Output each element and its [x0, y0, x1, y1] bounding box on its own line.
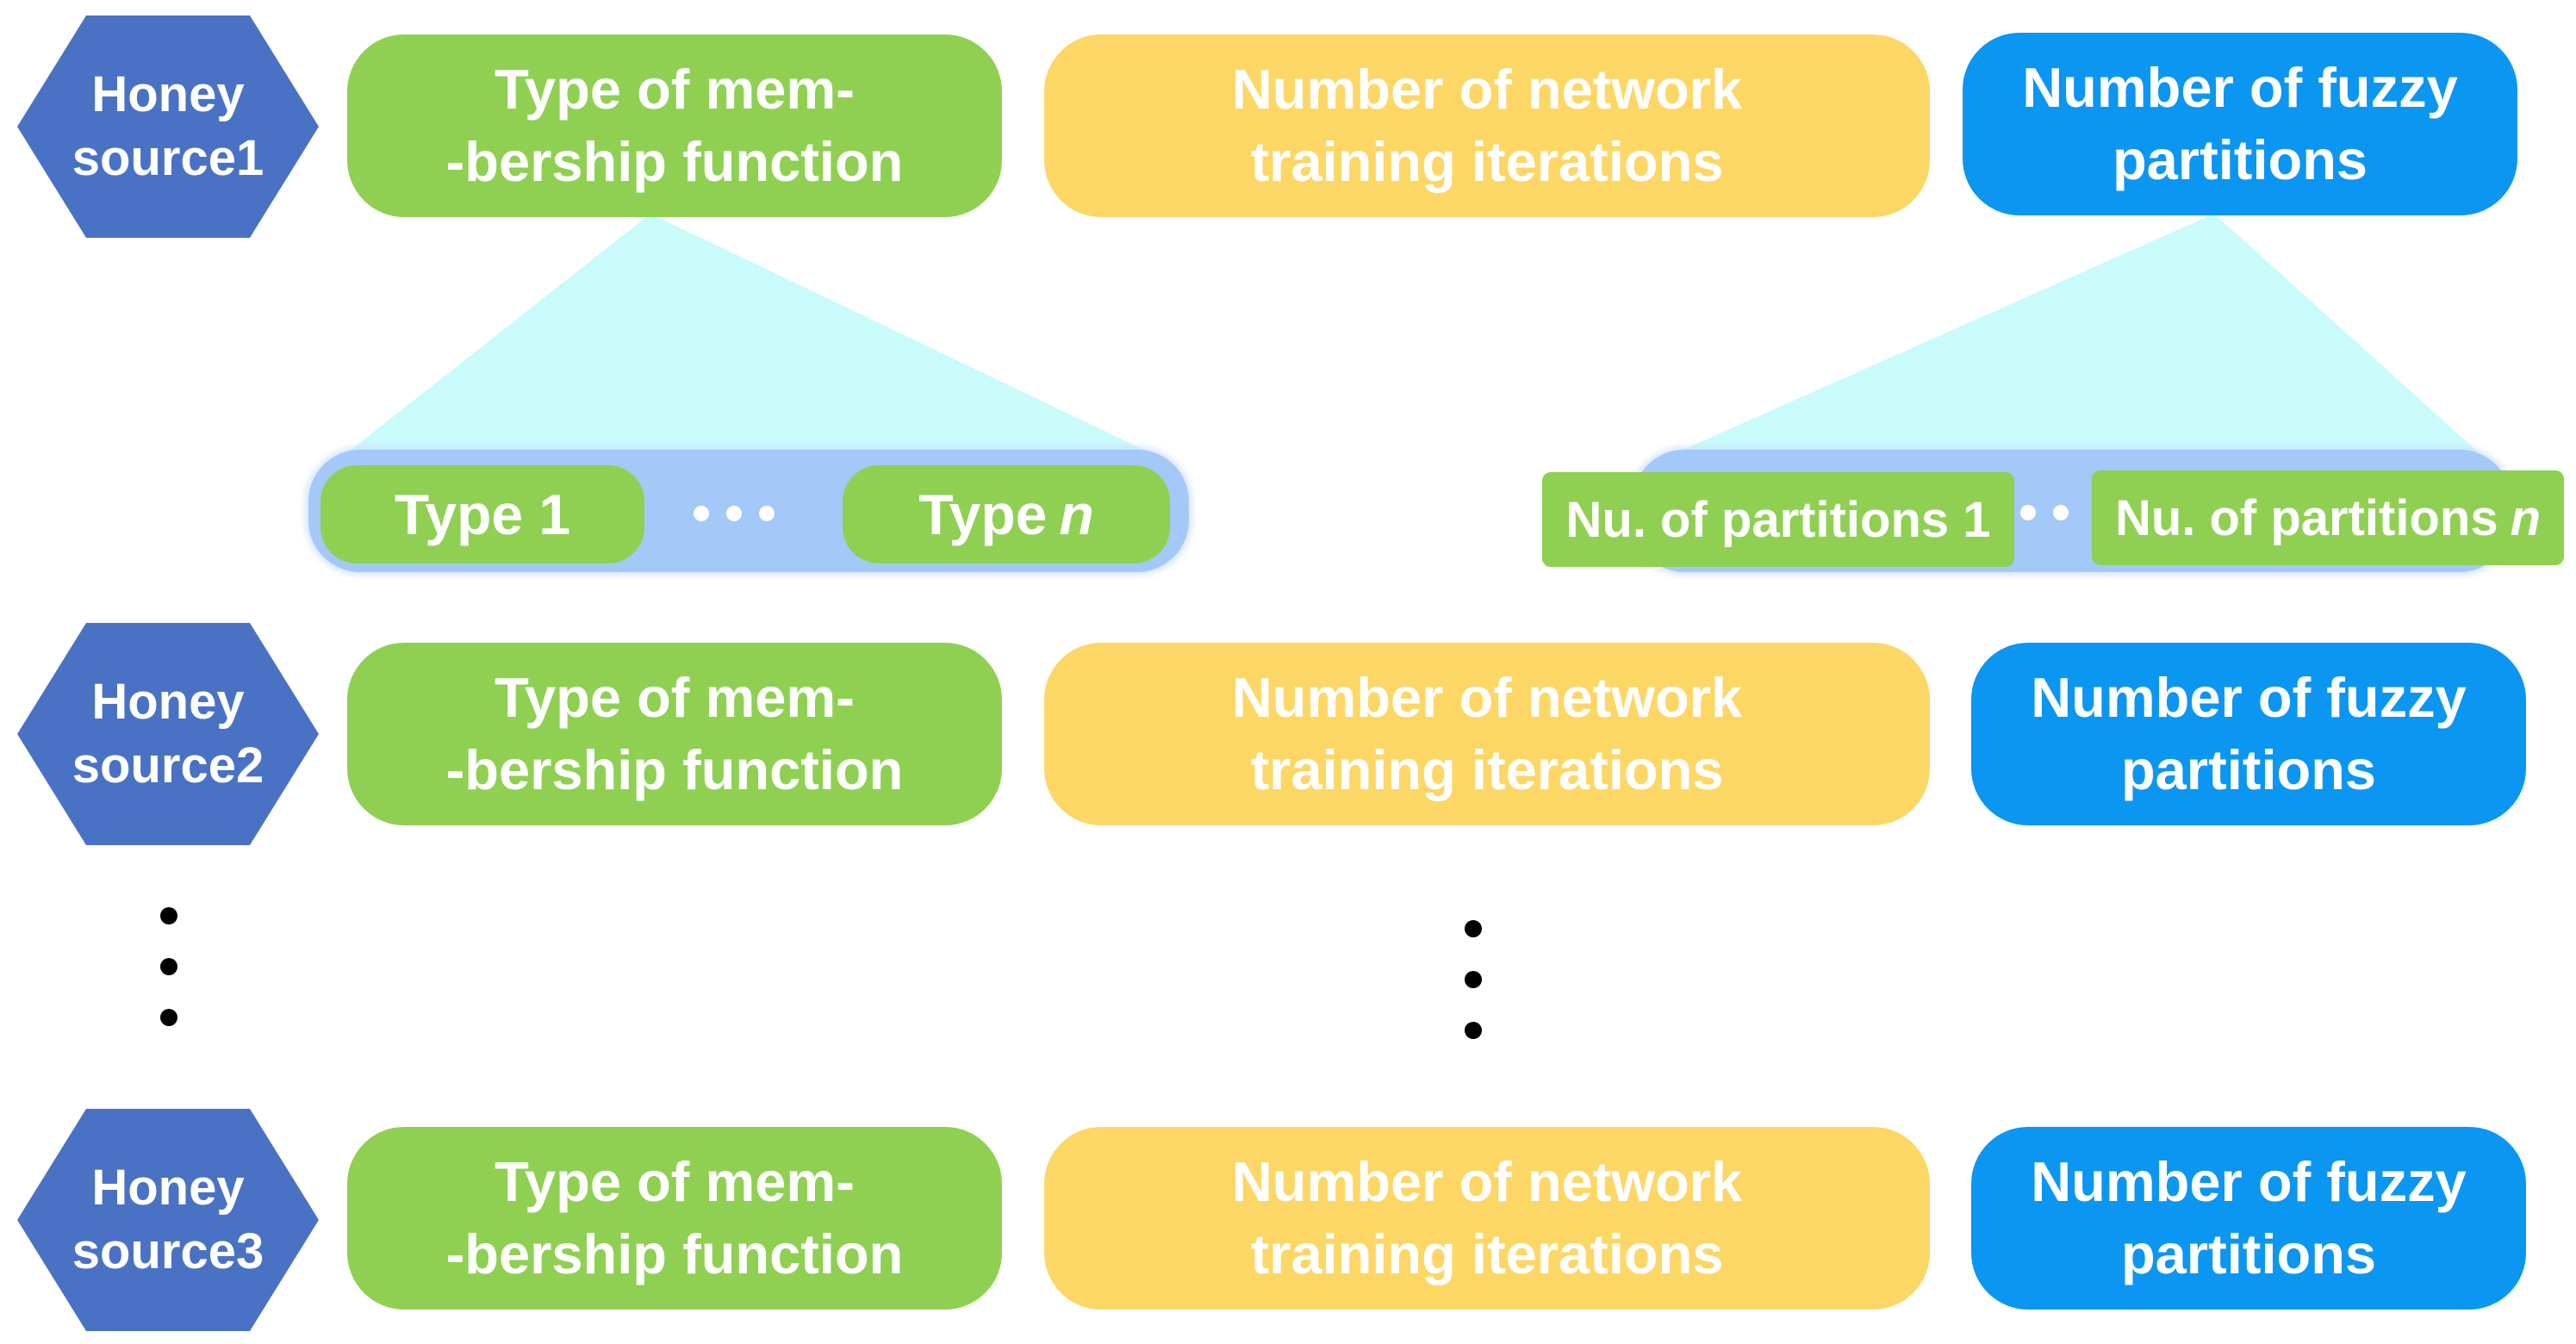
honey-source-2-line1: Honey [91, 674, 245, 730]
membership-option-type-n-prefix: Type [918, 482, 1048, 546]
rows-ellipsis-center [1456, 920, 1490, 1073]
honey-source-3-line1: Honey [91, 1160, 245, 1216]
row3-iterations-line2: training iterations [1250, 1223, 1724, 1285]
row1-iterations-box: Number of network training iterations [1044, 34, 1930, 217]
row1-partitions-line1: Number of fuzzy [2022, 56, 2458, 119]
row2-membership-box: Type of mem- -bership function [347, 643, 1002, 825]
row2-partitions-box: Number of fuzzy partitions [1971, 643, 2526, 825]
rows-ellipsis-left [152, 907, 186, 1060]
row1-iterations-line2: training iterations [1250, 130, 1724, 193]
membership-options-ellipsis [694, 506, 775, 521]
row3-iterations-line1: Number of network [1231, 1150, 1743, 1213]
row3-membership-line1: Type of mem- [495, 1150, 855, 1213]
row2-iterations-box: Number of network training iterations [1044, 643, 1930, 825]
honey-source-1-line1: Honey [91, 66, 245, 122]
membership-option-type-n-index: n [1059, 482, 1094, 546]
row2-partitions-line2: partitions [2120, 738, 2377, 801]
honey-source-2-line2: source2 [72, 737, 264, 793]
row3-membership-line2: -bership function [445, 1223, 904, 1285]
row2-iterations-line2: training iterations [1250, 738, 1724, 801]
hexagon-shape [17, 623, 319, 845]
row2-iterations-line1: Number of network [1231, 666, 1743, 729]
membership-fan [345, 214, 1154, 455]
partition-option-1-label: Nu. of partitions 1 [1565, 491, 1991, 548]
partitions-fan [1671, 214, 2481, 455]
row2-partitions-line1: Number of fuzzy [2031, 666, 2467, 729]
partition-option-1: Nu. of partitions 1 [1542, 472, 2014, 567]
membership-option-type-1: Type 1 [320, 465, 644, 563]
row1-partitions-box: Number of fuzzy partitions [1963, 33, 2517, 215]
row3-membership-box: Type of mem- -bership function [347, 1127, 1002, 1310]
membership-option-type-1-label: Type 1 [394, 482, 571, 546]
honey-source-1-hexagon: Honey source1 [17, 16, 319, 238]
row1-membership-box: Type of mem- -bership function [347, 34, 1002, 217]
honey-source-2-hexagon: Honey source2 [17, 623, 319, 845]
partition-options-ellipsis [2020, 505, 2069, 520]
row3-partitions-line1: Number of fuzzy [2031, 1150, 2467, 1213]
row3-partitions-line2: partitions [2120, 1223, 2377, 1285]
honey-source-1-line2: source1 [72, 130, 264, 186]
membership-option-type-n: Type n [843, 465, 1170, 563]
partition-option-n-index: n [2510, 489, 2542, 546]
row1-partitions-line2: partitions [2112, 128, 2368, 191]
row3-iterations-box: Number of network training iterations [1044, 1127, 1930, 1310]
hexagon-shape [17, 16, 319, 238]
row1-membership-line1: Type of mem- [495, 58, 855, 121]
row1-membership-line2: -bership function [445, 130, 904, 193]
honey-source-3-line2: source3 [72, 1223, 264, 1279]
row2-membership-line1: Type of mem- [495, 666, 855, 729]
row3-partitions-box: Number of fuzzy partitions [1971, 1127, 2526, 1310]
partition-option-n-prefix: Nu. of partitions [2114, 489, 2498, 546]
honey-source-3-hexagon: Honey source3 [17, 1109, 319, 1331]
row2-membership-line2: -bership function [445, 738, 904, 801]
row1-iterations-line1: Number of network [1231, 58, 1743, 121]
partition-option-n: Nu. of partitions n [2092, 470, 2564, 565]
hexagon-shape [17, 1109, 319, 1331]
